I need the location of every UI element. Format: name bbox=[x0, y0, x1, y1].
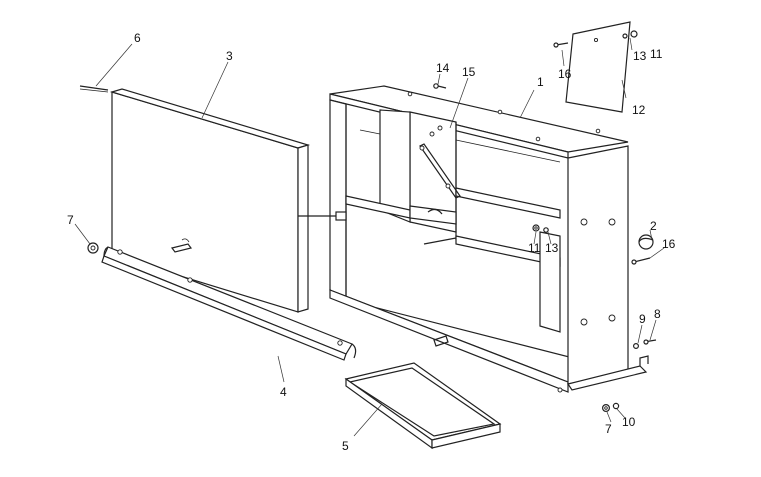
callout-9: 9 bbox=[639, 312, 646, 326]
nut-washer-bottom bbox=[601, 402, 620, 413]
front-panel bbox=[109, 88, 311, 313]
callout-2: 2 bbox=[650, 219, 657, 233]
callout-8: 8 bbox=[654, 307, 661, 321]
callout-12: 12 bbox=[632, 103, 646, 117]
callout-14: 14 bbox=[436, 61, 450, 75]
callout-13: 13 bbox=[545, 241, 559, 255]
cabinet-body bbox=[329, 85, 649, 393]
callout-16: 16 bbox=[662, 237, 676, 251]
callout-5: 5 bbox=[342, 439, 349, 453]
callout-6: 6 bbox=[134, 31, 141, 45]
plate-screws bbox=[553, 30, 638, 48]
callout-16: 16 bbox=[558, 67, 572, 81]
callout-labels: 1 2 3 4 5 6 7 7 8 9 10 11 11 12 13 13 14… bbox=[67, 31, 676, 453]
label-plate bbox=[565, 21, 631, 113]
inner-fasteners bbox=[532, 224, 549, 233]
knob bbox=[631, 234, 654, 265]
callout-7: 7 bbox=[605, 422, 612, 436]
screw-14 bbox=[433, 83, 447, 89]
callout-11: 11 bbox=[528, 241, 541, 255]
callout-15: 15 bbox=[462, 65, 476, 79]
callout-13: 13 bbox=[633, 49, 647, 63]
callout-1: 1 bbox=[537, 75, 544, 89]
callout-10: 10 bbox=[622, 415, 636, 429]
callout-3: 3 bbox=[226, 49, 233, 63]
lower-screws bbox=[632, 339, 657, 350]
bottom-rail bbox=[101, 246, 357, 361]
nut-left bbox=[87, 242, 99, 254]
callout-7: 7 bbox=[67, 213, 74, 227]
leader-lines bbox=[74, 37, 665, 437]
pin bbox=[79, 85, 109, 93]
callout-11: 11 bbox=[650, 47, 663, 61]
callout-4: 4 bbox=[280, 385, 287, 399]
tray bbox=[344, 362, 502, 450]
mounting-stud bbox=[298, 211, 347, 221]
